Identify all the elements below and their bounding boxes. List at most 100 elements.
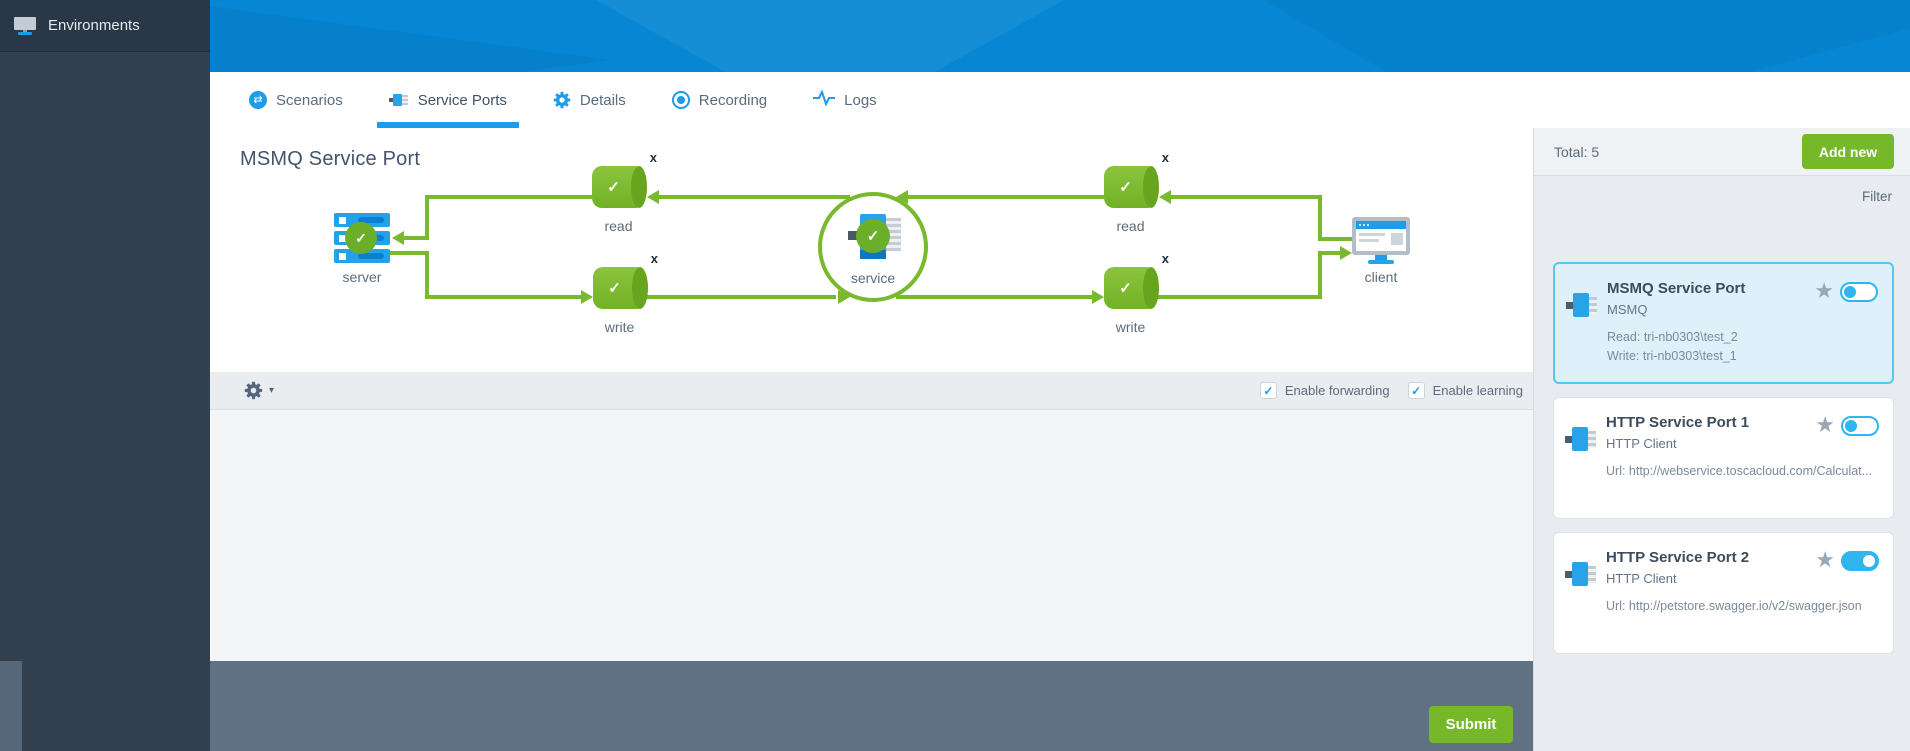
check-icon: ✓ — [1119, 280, 1132, 297]
filter-toggle[interactable]: Filter — [1534, 176, 1910, 216]
footer-bar: Submit — [210, 661, 1533, 751]
read-node[interactable]: ✓ — [592, 166, 647, 208]
sidebar: Environments — [0, 0, 210, 751]
flow-line — [1318, 251, 1322, 299]
tab-scenarios[interactable]: ⇄ Scenarios — [245, 72, 347, 128]
tab-logs[interactable]: Logs — [809, 72, 881, 128]
check-icon: ✓ — [1119, 179, 1132, 196]
service-port-card-http-1[interactable]: HTTP Service Port 1 HTTP Client Url: htt… — [1553, 397, 1894, 519]
flow-line — [404, 236, 429, 240]
settings-gear-icon — [244, 381, 263, 400]
banner-decor — [1110, 0, 1910, 72]
remove-node-button[interactable]: x — [650, 251, 658, 266]
filter-label: Filter — [1862, 188, 1892, 204]
node-read-left: ✓ x read — [592, 150, 657, 234]
sidebar-item-environments[interactable]: Environments — [0, 0, 210, 52]
service-port-card-http-2[interactable]: HTTP Service Port 2 HTTP Client Url: htt… — [1553, 532, 1894, 654]
node-label: service — [850, 270, 896, 286]
read-node[interactable]: ✓ — [1104, 166, 1159, 208]
flow-arrowhead — [1340, 246, 1352, 260]
top-banner — [210, 0, 1910, 72]
submit-button[interactable]: Submit — [1429, 706, 1513, 743]
flow-line — [425, 195, 429, 240]
logs-pulse-icon — [813, 89, 836, 111]
card-detail-url: Url: http://webservice.toscacloud.com/Ca… — [1606, 464, 1873, 478]
diagram-toolbar: ▾ ✓ Enable forwarding ✓ Enable learning — [210, 372, 1533, 410]
sidebar-scroll-strip — [0, 661, 22, 751]
dropdown-caret-icon: ▾ — [269, 385, 275, 396]
server-rack-icon — [334, 249, 390, 263]
remove-node-button[interactable]: x — [1161, 251, 1169, 266]
flow-line — [427, 295, 581, 299]
add-new-button[interactable]: Add new — [1802, 134, 1894, 169]
favorite-star-icon[interactable]: ★ — [1814, 278, 1834, 303]
tab-label: Logs — [844, 91, 877, 109]
card-toggle[interactable] — [1841, 416, 1879, 436]
write-node[interactable]: ✓ — [593, 267, 648, 309]
card-detail-url: Url: http://petstore.swagger.io/v2/swagg… — [1606, 599, 1862, 613]
service-port-card-msmq[interactable]: MSMQ Service Port MSMQ Read: tri-nb0303\… — [1553, 262, 1894, 384]
card-toggle[interactable] — [1840, 282, 1878, 302]
node-client: client — [1352, 217, 1410, 285]
service-ports-plug-icon — [388, 92, 409, 108]
tab-recording[interactable]: Recording — [668, 72, 771, 128]
node-label: read — [1116, 218, 1145, 234]
node-service[interactable]: ✓ service — [818, 192, 928, 302]
tab-label: Details — [579, 91, 626, 109]
card-detail-write: Write: tri-nb0303\test_1 — [1607, 348, 1737, 363]
details-gear-icon — [553, 91, 571, 109]
flow-line — [1320, 237, 1352, 241]
flow-line — [425, 251, 429, 299]
remove-node-button[interactable]: x — [649, 150, 657, 165]
tab-label: Service Ports — [417, 91, 507, 109]
node-write-right: ✓ x write — [1104, 251, 1169, 335]
remove-node-button[interactable]: x — [1161, 150, 1169, 165]
check-icon: ✓ — [345, 222, 377, 254]
client-monitor-icon — [1352, 217, 1410, 255]
check-icon: ✓ — [607, 179, 620, 196]
tab-details[interactable]: Details — [549, 72, 630, 128]
checkbox-label: Enable forwarding — [1284, 383, 1390, 398]
enable-learning-checkbox[interactable]: ✓ Enable learning — [1407, 382, 1523, 399]
node-label: write — [1115, 319, 1146, 335]
total-count: Total: 5 — [1554, 143, 1600, 160]
favorite-star-icon[interactable]: ★ — [1815, 412, 1835, 437]
checkbox-icon[interactable]: ✓ — [1259, 382, 1277, 399]
flow-line — [646, 295, 836, 299]
node-label: read — [604, 218, 633, 234]
node-label: client — [1364, 269, 1398, 285]
service-ports-panel: Total: 5 Add new Filter MSMQ Service Por… — [1533, 128, 1910, 751]
flow-arrowhead — [392, 231, 404, 245]
node-write-left: ✓ x write — [593, 251, 658, 335]
flow-line — [896, 295, 1092, 299]
card-detail-read: Read: tri-nb0303\test_2 — [1607, 330, 1738, 344]
environments-monitor-icon — [14, 16, 36, 35]
check-icon: ✓ — [608, 280, 621, 297]
checkbox-icon[interactable]: ✓ — [1407, 382, 1425, 399]
tab-service-ports[interactable]: Service Ports — [376, 72, 520, 128]
card-title: HTTP Service Port 1 — [1606, 414, 1750, 431]
banner-decor — [210, 0, 610, 72]
toggle-knob — [1844, 286, 1856, 298]
main-content: MSMQ Service Port — [210, 128, 1533, 751]
scenarios-icon: ⇄ — [249, 91, 267, 109]
flow-arrowhead — [647, 190, 659, 204]
service-port-diagram: MSMQ Service Port — [210, 128, 1533, 372]
flow-arrowhead — [1092, 290, 1104, 304]
card-toggle[interactable] — [1841, 551, 1879, 571]
settings-menu-button[interactable]: ▾ — [244, 381, 274, 400]
toggle-knob — [1845, 420, 1857, 432]
service-port-plug-icon — [1566, 290, 1598, 320]
card-subtitle: MSMQ — [1607, 302, 1648, 317]
service-port-plug-icon — [1565, 424, 1597, 454]
check-icon: ✓ — [856, 219, 890, 253]
flow-line — [1318, 195, 1322, 241]
flow-line — [427, 195, 592, 199]
node-label: write — [604, 319, 635, 335]
enable-forwarding-checkbox[interactable]: ✓ Enable forwarding — [1259, 382, 1390, 399]
flow-line — [659, 195, 850, 199]
favorite-star-icon[interactable]: ★ — [1815, 547, 1835, 572]
write-node[interactable]: ✓ — [1104, 267, 1159, 309]
card-title: HTTP Service Port 2 — [1606, 549, 1750, 566]
